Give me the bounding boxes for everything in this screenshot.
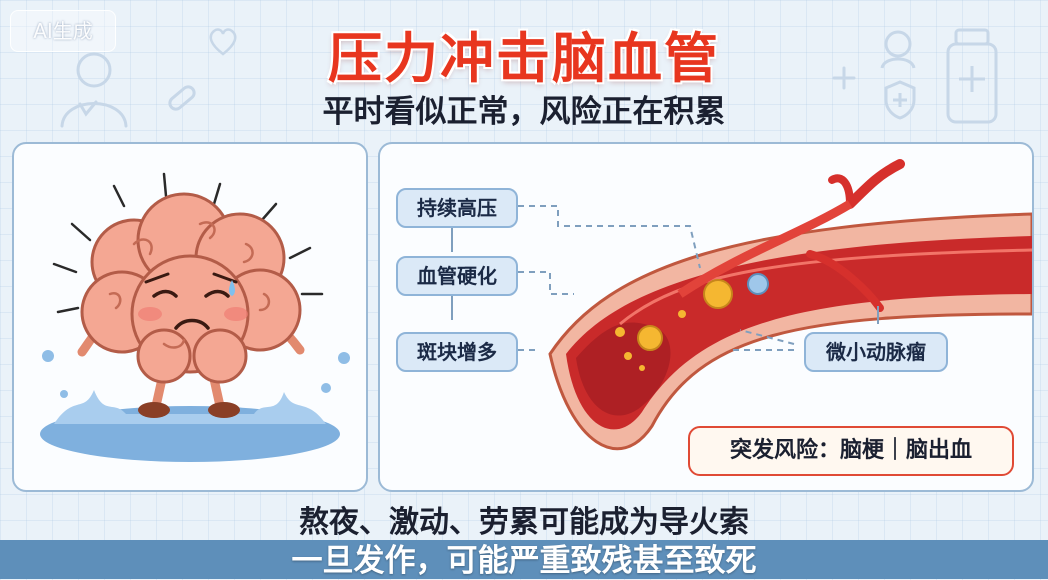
caption-line-1: 熬夜、激动、劳累可能成为导火索 (299, 505, 749, 540)
brain-illustration-panel (12, 142, 368, 492)
page-subtitle: 平时看似正常，风险正在积累 (322, 94, 726, 130)
page-title: 压力冲击脑血管 (328, 27, 720, 90)
caption-bar (0, 540, 1048, 579)
flow-step-plaque-increase: 斑块增多 (396, 332, 518, 372)
pill-icon (168, 85, 196, 111)
ai-generated-watermark: AI生成 (10, 10, 116, 52)
flow-step-vessel-hardening: 血管硬化 (396, 256, 518, 296)
water-splash-icon (40, 350, 350, 462)
doctor-icon (60, 52, 128, 128)
caption-line-2: 一旦发作，可能严重致残甚至致死 (291, 543, 757, 579)
heart-icon (209, 28, 237, 56)
shield-plus-icon (884, 80, 916, 120)
plus-icon (832, 66, 856, 90)
artery-icon (451, 159, 1032, 451)
flow-step-sustained-pressure: 持续高压 (396, 188, 518, 228)
plaque-icon (615, 273, 769, 371)
medicine-bottle-icon (946, 28, 998, 124)
brain-character-icon (40, 172, 350, 462)
artery-diagram-panel: 持续高压 血管硬化 斑块增多 微小动脉瘤 (378, 142, 1034, 492)
sudden-risk-box: 突发风险：脑梗｜脑出血 (688, 426, 1014, 476)
microaneurysm-label: 微小动脉瘤 (804, 332, 948, 372)
doctor-icon (880, 30, 916, 69)
